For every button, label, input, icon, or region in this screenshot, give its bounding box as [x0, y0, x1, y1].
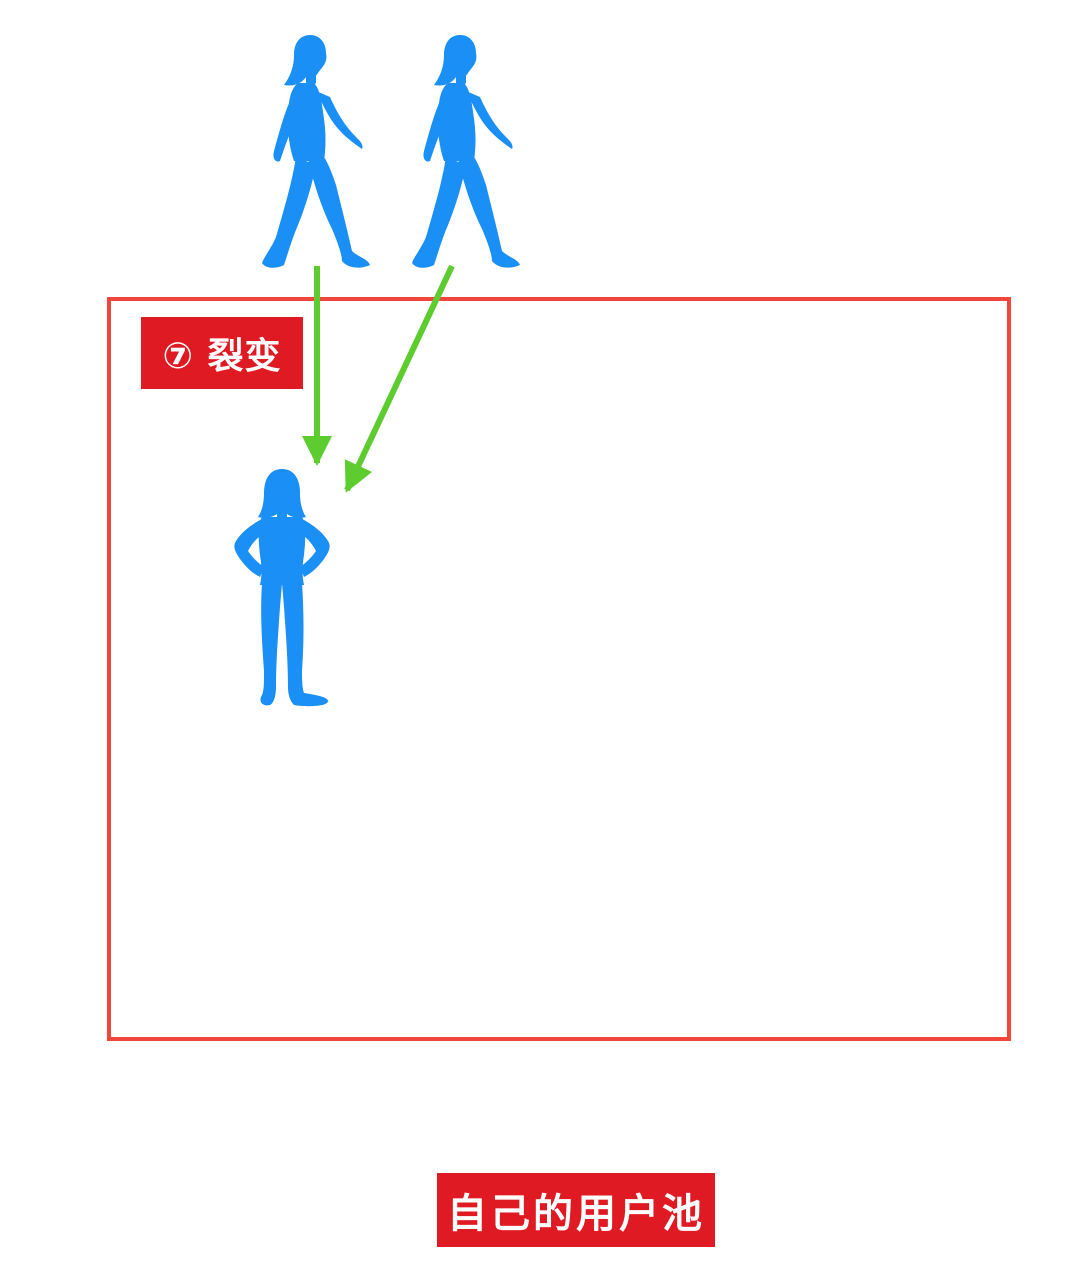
walking-woman-icon [412, 35, 520, 268]
step-label: ⑦ 裂变 [141, 317, 303, 389]
user-pool-box [107, 297, 1011, 1041]
user-pool-label: 自己的用户池 [437, 1173, 715, 1247]
walking-woman-icon [262, 35, 370, 268]
standing-woman-icon [234, 469, 330, 707]
